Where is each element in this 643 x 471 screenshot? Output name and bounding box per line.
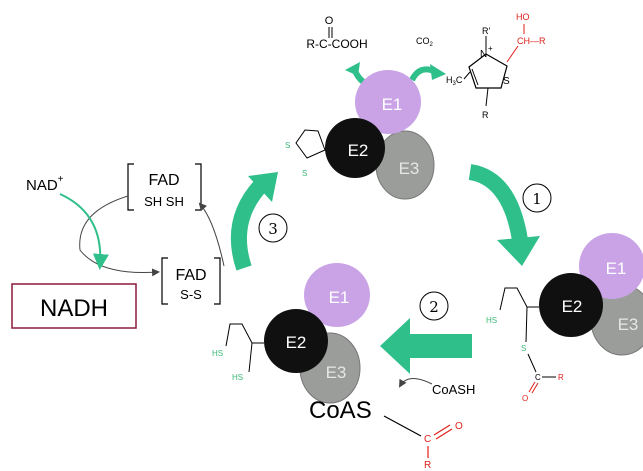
fad-reduce-arrow [198, 202, 225, 267]
pyruvate-structure: O R-C-COOH [306, 15, 367, 51]
tpp-nitrogen: N [480, 49, 487, 60]
step1-arrow [468, 164, 528, 242]
tpp-h3c: H3C [446, 75, 463, 87]
hydroxyethyl-bond [506, 45, 519, 63]
dihydrolipoamide: HS HS [212, 323, 264, 382]
nadh-box [11, 283, 137, 329]
hydroxyethyl-ho: HO [516, 12, 530, 22]
step1-circle [522, 183, 552, 213]
right-hs: HS [486, 316, 497, 325]
step2-arrow [380, 318, 472, 374]
nad-to-nadh-arrow [59, 193, 109, 270]
step2-number: 2 [429, 298, 439, 316]
hydroxyethyl-ch-r: CH—R [517, 36, 546, 46]
lipoamide-s2: S [302, 169, 307, 178]
enzyme-complex-right: E1 E2 E3 [539, 233, 643, 356]
step2-circle [419, 291, 449, 321]
e3-label-top: E3 [399, 159, 420, 178]
tpp-r-prime: R' [482, 26, 490, 36]
acetyl-o: O [455, 421, 463, 432]
coas-label: CoAS [309, 397, 372, 424]
right-s: S [521, 344, 526, 353]
tpp-sulfur: S [503, 76, 510, 87]
co2-label: CO2 [416, 36, 434, 48]
step3-number: 3 [268, 220, 278, 238]
sh-sh-label: SH SH [144, 194, 184, 209]
svg-text:CO2: CO2 [416, 36, 434, 48]
e1-subunit-right [579, 233, 643, 299]
acetyl-lipoamide: HS S C R O [486, 287, 564, 403]
fad-reduced: FAD SH SH [127, 163, 202, 211]
e1-label-bottom: E1 [329, 288, 350, 307]
tpp-n-plus: + [488, 44, 493, 53]
fad-oxidized: FAD S-S [161, 257, 221, 305]
thiazole-ring [468, 53, 508, 89]
nadh-label: NADH [40, 295, 108, 322]
tpp-r: R [482, 110, 489, 120]
e2-subunit-top [325, 118, 385, 178]
enzyme-complex-bottom: E1 E2 E3 [264, 263, 370, 404]
nad-label: NAD+ [26, 174, 64, 194]
lipoamide-oxidized: S S [285, 129, 326, 178]
coash-label: CoASH [432, 382, 475, 397]
step3-arrow [230, 178, 268, 271]
e2-subunit-right [539, 273, 603, 337]
step3-circle [258, 213, 288, 243]
e3-label-bottom: E3 [326, 363, 347, 382]
tpp-hydroxyethyl-structure: R' N + S H3C R HO CH—R [446, 12, 546, 120]
e1-label-top: E1 [382, 95, 403, 114]
e2-label-right: E2 [562, 297, 583, 316]
right-o: O [522, 394, 528, 403]
e1-subunit-top [355, 70, 421, 134]
acetyl-r: R [424, 460, 431, 471]
pyruvate-label: R-C-COOH [306, 37, 367, 51]
e2-subunit-bottom [264, 309, 328, 373]
coash-arrow [399, 378, 433, 388]
bottom-hs2: HS [232, 373, 243, 382]
step1-number: 1 [532, 190, 542, 208]
fad-oxidize-arrow [79, 195, 160, 277]
e2-label-top: E2 [348, 141, 369, 160]
e1-label-right: E1 [606, 259, 627, 278]
lipoamide-s1: S [285, 141, 290, 150]
fad-top-label: FAD [148, 172, 179, 189]
e2-label-bottom: E2 [286, 333, 307, 352]
pyruvate-oxygen: O [325, 15, 334, 27]
bottom-hs1: HS [212, 349, 223, 358]
e1-subunit-bottom [304, 263, 370, 327]
acetyl-coa: CoAS C O R [309, 397, 463, 471]
fad-bottom-label: FAD [175, 267, 206, 284]
enzyme-complex-top: E1 E2 E3 [325, 70, 435, 200]
acetyl-c: C [424, 434, 431, 445]
right-c: C [535, 373, 541, 382]
s-s-label: S-S [180, 287, 202, 302]
right-r: R [558, 373, 564, 382]
e3-label-right: E3 [618, 315, 639, 334]
